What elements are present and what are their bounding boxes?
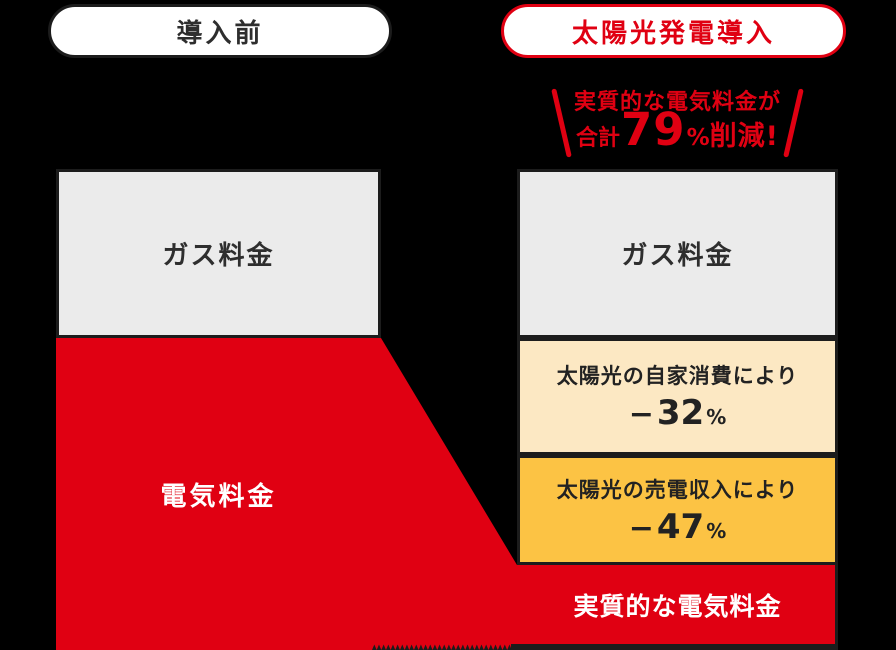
electric-cost-flow-shape	[56, 338, 838, 650]
sell-income-label: 太陽光の売電収入により	[556, 477, 799, 502]
minus-sign: −	[628, 397, 654, 432]
callout-percent-value: 79	[621, 103, 686, 156]
gas-after-label: ガス料金	[621, 241, 734, 271]
gas-box-before: ガス料金	[56, 169, 381, 338]
net-bar-right-border	[835, 565, 838, 650]
self-consumption-value: − 32 %	[629, 393, 727, 433]
net-electric-label: 実質的な電気料金	[573, 591, 782, 621]
electric-before-label: 電気料金	[160, 481, 277, 512]
callout-percent-sign: %	[686, 125, 710, 151]
sell-income-percent: 47	[656, 506, 705, 547]
percent-sign: %	[706, 405, 727, 429]
badge-after-label: 太陽光発電導入	[571, 18, 775, 49]
self-consumption-box: 太陽光の自家消費により − 32 %	[517, 338, 838, 455]
net-bar-bottom-border	[511, 644, 838, 650]
callout-prefix: 合計	[575, 126, 620, 151]
sell-income-box: 太陽光の売電収入により − 47 %	[517, 455, 838, 565]
callout-line2: 合計 79 % 削減!	[517, 103, 838, 156]
torn-edge-zigzag-icon	[372, 644, 512, 650]
gas-before-label: ガス料金	[162, 241, 275, 271]
percent-sign: %	[706, 518, 727, 543]
gas-box-after: ガス料金	[517, 169, 838, 338]
badge-after: 太陽光発電導入	[501, 4, 846, 58]
minus-sign: −	[628, 510, 654, 546]
sell-income-value: − 47 %	[629, 507, 727, 547]
self-consumption-label: 太陽光の自家消費により	[556, 364, 799, 388]
self-consumption-percent: 32	[656, 393, 705, 433]
callout-suffix: 削減!	[709, 121, 779, 152]
badge-before: 導入前	[48, 4, 392, 58]
callout-line1: 実質的な電気料金が	[573, 90, 781, 115]
badge-before-label: 導入前	[176, 18, 264, 49]
